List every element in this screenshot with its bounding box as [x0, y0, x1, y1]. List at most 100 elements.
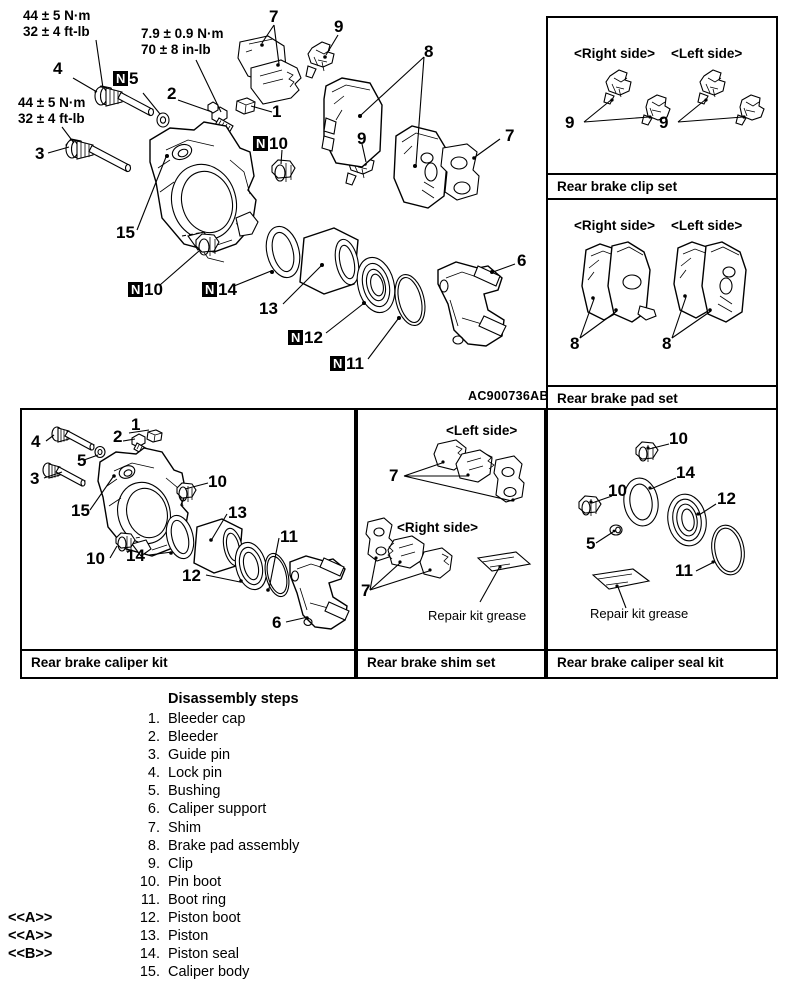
clip-upper-part [305, 41, 335, 79]
pad-right-pair [579, 241, 657, 339]
seal-kit-grease-note: Repair kit grease [590, 606, 689, 621]
step-reference-marker-empty [8, 837, 52, 855]
callout-value: 6 [517, 251, 527, 270]
step-label: Piston boot [168, 910, 241, 927]
callout-value: 9 [659, 113, 669, 132]
caliper-kit-callout-4: 4 [31, 433, 40, 450]
callout-13: 13 [259, 300, 278, 317]
clip-set-callout-right: 9 [565, 114, 574, 131]
seal-kit-pin-boot-lower [578, 495, 602, 516]
clip-right-upper [603, 69, 632, 105]
callout-value: 6 [272, 613, 282, 632]
step-label: Boot ring [168, 891, 227, 908]
step-reference-marker-empty [8, 764, 52, 782]
step-label: Clip [168, 855, 193, 872]
callout-value: 5 [77, 451, 87, 470]
shim-set-caption: Rear brake shim set [358, 649, 544, 677]
callout-1: 1 [272, 103, 281, 120]
shim-right-lower [440, 143, 480, 201]
clip-left-upper [697, 69, 726, 105]
caliper-kit-artwork-area: 1 2 4 5 3 15 10 10 14 [22, 410, 354, 649]
step-label: Shim [168, 819, 202, 836]
caliper-kit-callout-6: 6 [272, 614, 281, 631]
step-number: 5. [147, 783, 160, 800]
caliper-kit-callout-3: 3 [30, 470, 39, 487]
step-number: 9. [147, 855, 160, 872]
panel-rear-brake-clip-set: <Right side> <Left side> [546, 16, 778, 203]
callout-value: 3 [30, 469, 40, 488]
callout-value: 12 [182, 566, 201, 585]
clip-set-artwork [583, 69, 765, 126]
step-label: Bleeder cap [168, 711, 246, 727]
seal-kit-grease-packet [591, 568, 651, 609]
kit-piston-seal [165, 514, 195, 560]
kit-pin-boot-upper [176, 482, 197, 502]
step-number: 13. [139, 928, 160, 945]
seal-kit-artwork-area: 10 10 14 12 5 11 Repair kit grease [548, 410, 776, 649]
grease-marker-icon: N [253, 136, 268, 151]
step-number: 4. [147, 765, 160, 782]
callout-value: 7 [389, 466, 399, 485]
piston-part [299, 227, 360, 295]
step-label: Pin boot [168, 873, 222, 890]
shim-set-artwork-area: <Left side> <Right side> [358, 410, 544, 649]
bleeder-cap-part [235, 97, 256, 115]
kit-boot-ring [264, 552, 290, 598]
pin-boot-right [271, 159, 296, 182]
shim-grease-packet [476, 551, 532, 603]
step-label: Bleeder [168, 729, 218, 746]
callout-value: 14 [218, 280, 237, 299]
clip-set-artwork-area: <Right side> <Left side> [548, 18, 776, 173]
seal-kit-pin-boot-upper [635, 441, 659, 462]
caliper-kit-artwork [42, 426, 350, 630]
torque-spec-bleeder: 7.9 ± 0.9 N·m 70 ± 8 in-lb [141, 26, 223, 58]
callout-value: 7 [361, 581, 371, 600]
callout-7-upper: 7 [269, 8, 278, 25]
seal-kit-callout-12: 12 [717, 490, 736, 507]
caliper-kit-callout-5: 5 [77, 452, 86, 469]
clip-set-right-side-label: <Right side> [574, 46, 656, 61]
callout-value: 8 [424, 42, 434, 61]
disassembly-step-row: 13. Piston [138, 927, 299, 945]
step-reference-marker-empty [8, 873, 52, 891]
pad-set-callout-left: 8 [662, 335, 671, 352]
shim-set-callout-right: 7 [361, 582, 370, 599]
step-label: Piston [168, 928, 209, 945]
kit-guide-pin [42, 462, 86, 487]
shim-set-left-side-label: <Left side> [446, 423, 518, 438]
seal-kit-bushing [609, 524, 623, 536]
pad-set-left-side-label: <Left side> [671, 218, 743, 233]
grease-marker-icon: N [288, 330, 303, 345]
step-label: Guide pin [168, 747, 231, 764]
step-number: 7. [147, 819, 160, 836]
guide-pin-part [65, 138, 132, 173]
disassembly-step-row: 9. Clip [138, 855, 299, 873]
callout-value: 10 [269, 134, 288, 153]
pad-set-artwork-area: <Right side> <Left side> [548, 200, 776, 385]
torque-imperial: 70 ± 8 in-lb [141, 42, 211, 57]
callout-value: 5 [586, 534, 596, 553]
callout-15: 15 [116, 224, 135, 241]
disassembly-steps-title: Disassembly steps [168, 691, 299, 707]
seal-kit-artwork [578, 441, 745, 609]
callout-8: 8 [424, 43, 433, 60]
callout-value: 11 [346, 354, 364, 373]
brake-pad-inner [393, 125, 449, 209]
step-number: 3. [147, 747, 160, 764]
caliper-kit-callout-10-lower: 10 [86, 550, 105, 567]
step-number: 8. [147, 837, 160, 854]
step-number: 11. [140, 891, 160, 908]
callout-7-right: 7 [505, 127, 514, 144]
seal-kit-piston-seal [623, 477, 659, 527]
callout-value: 14 [676, 463, 695, 482]
step-reference-marker: <<B>> [8, 946, 53, 963]
seal-kit-callout-11: 11 [675, 562, 693, 579]
clip-set-callout-left: 9 [659, 114, 668, 131]
lock-pin-part [94, 85, 155, 117]
callout-value: 1 [131, 415, 141, 434]
callout-6: 6 [517, 252, 526, 269]
callout-value: 12 [304, 328, 323, 347]
